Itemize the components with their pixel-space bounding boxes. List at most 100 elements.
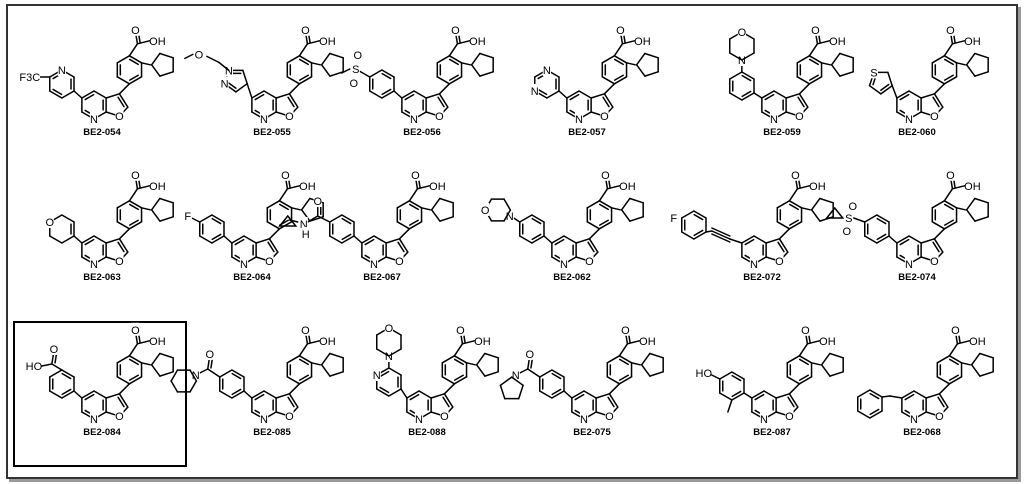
bond bbox=[310, 62, 321, 66]
morpholine-n: N bbox=[506, 211, 514, 223]
bond bbox=[880, 84, 893, 95]
figure-frame bbox=[6, 4, 1018, 479]
furan-oxygen: O bbox=[785, 411, 794, 423]
compound-label: BE2-063 bbox=[83, 272, 121, 283]
bond bbox=[118, 238, 129, 253]
bond bbox=[868, 84, 882, 95]
acid-hydroxyl: OH bbox=[809, 181, 826, 193]
atom-label-bg bbox=[220, 76, 229, 90]
bond bbox=[908, 90, 922, 99]
bond bbox=[461, 340, 476, 345]
bond bbox=[933, 83, 946, 95]
furan-oxygen: O bbox=[440, 411, 449, 423]
bond bbox=[618, 376, 633, 385]
compound-label: BE2-055 bbox=[253, 127, 291, 138]
bond bbox=[629, 197, 644, 204]
bond bbox=[776, 221, 791, 230]
bond bbox=[436, 76, 451, 85]
bond bbox=[448, 43, 459, 57]
bond bbox=[511, 376, 524, 387]
bond bbox=[931, 221, 946, 230]
bond bbox=[530, 358, 534, 369]
bond bbox=[52, 88, 63, 96]
furan-oxygen: O bbox=[115, 411, 124, 423]
bond bbox=[743, 392, 753, 399]
bond bbox=[741, 90, 752, 98]
bond bbox=[479, 52, 494, 59]
bond bbox=[956, 340, 971, 345]
carbonyl-oxygen: O bbox=[131, 325, 140, 337]
bond bbox=[551, 235, 565, 244]
bond bbox=[787, 396, 795, 408]
bond bbox=[806, 340, 821, 345]
piperidine-n: N bbox=[192, 370, 200, 382]
atom-label-bg bbox=[430, 178, 445, 192]
bond bbox=[376, 388, 390, 397]
carbonyl-oxygen: O bbox=[946, 25, 955, 37]
atom-label-bg bbox=[965, 33, 980, 47]
bond bbox=[711, 227, 731, 237]
atom-label-bg bbox=[511, 368, 520, 381]
bond bbox=[754, 393, 765, 401]
bond bbox=[595, 393, 611, 399]
pyridine-nitrogen: N bbox=[415, 414, 423, 426]
bond bbox=[936, 355, 951, 364]
sulfur: S bbox=[845, 213, 852, 225]
bond bbox=[798, 358, 809, 366]
bond bbox=[765, 238, 781, 244]
acid-hydroxyl: OH bbox=[964, 181, 981, 193]
atom-label-bg bbox=[265, 254, 274, 268]
bond bbox=[499, 376, 513, 387]
atom-label-bg bbox=[411, 167, 420, 181]
bond bbox=[251, 90, 265, 99]
atom-label-bg bbox=[749, 257, 759, 270]
bond bbox=[298, 76, 313, 85]
compound-label: BE2-057 bbox=[568, 127, 606, 138]
atom-label-bg bbox=[440, 409, 449, 423]
atom-label-bg bbox=[801, 322, 810, 336]
bond bbox=[289, 219, 299, 223]
bond bbox=[943, 188, 954, 202]
bond bbox=[741, 71, 755, 80]
bond bbox=[925, 393, 941, 399]
bond bbox=[170, 369, 179, 382]
compound-label: BE2-062 bbox=[553, 272, 591, 283]
bond bbox=[808, 74, 819, 81]
carbonyl-oxygen: O bbox=[131, 170, 140, 182]
acid-hydroxyl: OH bbox=[474, 336, 491, 348]
bond bbox=[117, 396, 125, 408]
amide-h: H bbox=[302, 229, 310, 241]
cyclopropyl bbox=[825, 206, 845, 219]
bond bbox=[899, 93, 910, 101]
bond bbox=[128, 376, 143, 385]
bond bbox=[613, 58, 624, 66]
bond bbox=[117, 96, 125, 108]
bond bbox=[558, 90, 568, 99]
atom-label-bg bbox=[759, 412, 769, 425]
bond bbox=[128, 188, 139, 202]
bond bbox=[753, 235, 767, 244]
furan-oxygen: O bbox=[585, 256, 594, 268]
bond bbox=[136, 340, 151, 345]
pyridine-nitrogen: N bbox=[905, 259, 913, 271]
bond bbox=[234, 238, 245, 246]
bond bbox=[869, 392, 880, 400]
bond bbox=[275, 93, 291, 99]
bond bbox=[603, 83, 616, 95]
bond bbox=[329, 235, 343, 244]
bond bbox=[705, 230, 713, 233]
bond bbox=[329, 71, 344, 77]
bond bbox=[448, 76, 463, 85]
bond bbox=[598, 203, 609, 211]
atom-label-bg bbox=[351, 62, 360, 75]
bond bbox=[590, 93, 606, 99]
bond bbox=[788, 221, 803, 230]
bond bbox=[439, 216, 454, 222]
bond bbox=[242, 69, 248, 85]
bond bbox=[184, 53, 194, 60]
bond bbox=[943, 76, 958, 85]
carbonyl-oxygen: O bbox=[301, 25, 310, 37]
bond bbox=[798, 343, 809, 357]
